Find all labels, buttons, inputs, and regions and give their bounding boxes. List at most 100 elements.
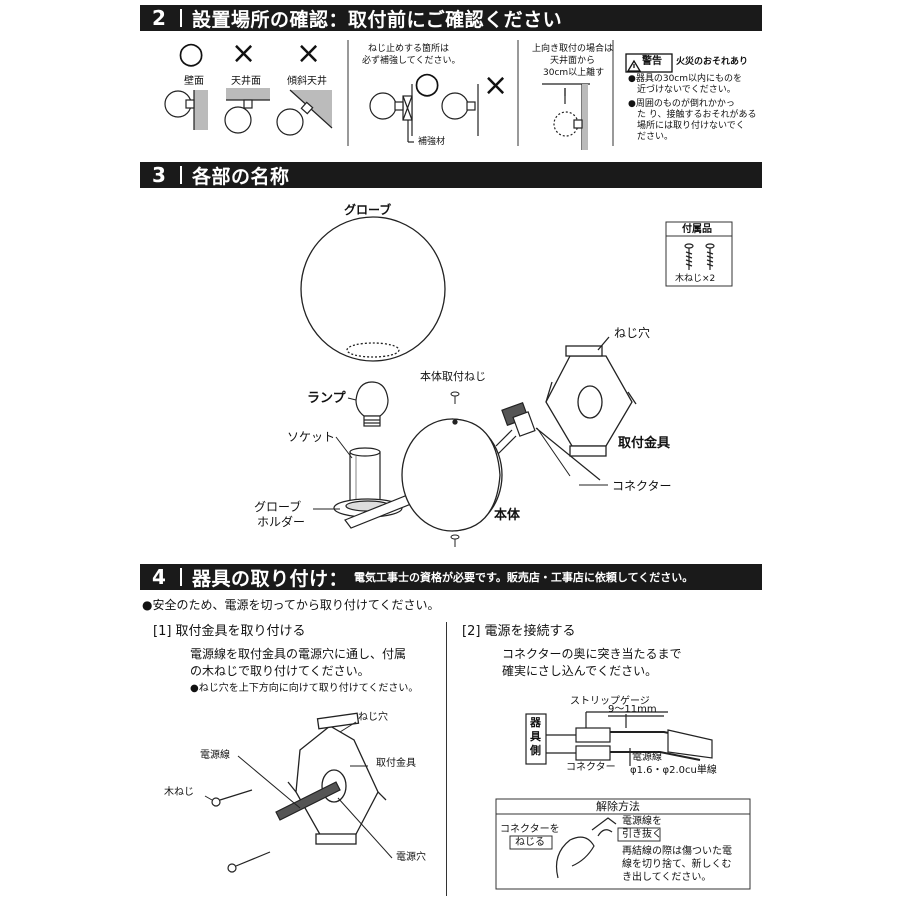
reinforce-label: 補強材 [418,137,446,147]
part-globe: グローブ [344,203,392,217]
step1-wood-screw: 木ねじ [164,787,194,798]
part-screw-hole: ねじ穴 [614,326,651,340]
bracket-install-illustration [287,712,387,845]
header-separator [180,568,182,586]
step1-title: [1] 取付金具を取り付ける [153,624,306,639]
lamp-illustration [355,381,389,427]
place-ceiling-label: 天井面 [231,76,261,87]
slope-mount-illustration [276,89,333,136]
body-illustration [401,418,503,532]
step2-title: [2] 電源を接続する [462,624,576,639]
part-mounting-bracket: 取付金具 [618,436,671,451]
connector-illustration [495,401,601,481]
warning-2-line-1: ●周囲のものが倒れかかっ [628,99,735,109]
strip-length: 9～11mm [608,704,657,715]
connector-wiring-diagram [525,711,713,766]
release-connector: コネクターを [500,824,560,835]
part-body: 本体 [494,508,521,523]
warning-1-line-2: 近づけないでください。 [637,85,736,95]
warning-icon [625,53,673,73]
reinforce-note-1: ねじ止めする箇所は [368,44,450,54]
step1-line-1: 電源線を取付金具の電源穴に通し、付属 [190,647,407,661]
body-screw-illustration [450,391,460,547]
part-globe-holder-1: グローブ [254,500,302,514]
step1-bracket: 取付金具 [376,758,416,769]
connector-label: コネクター [566,762,616,773]
wood-screw-2 [227,851,271,873]
release-line-3: き出してください。 [622,872,712,883]
fixture-side-1: 器 [530,716,541,729]
reinforce-ng-illustration [441,84,479,136]
wire-spec: φ1.6・φ2.0cu単線 [630,765,717,776]
place-slope-mark: × [296,36,322,71]
release-wire: 電源線を [622,816,662,827]
safety-note: ●安全のため、電源を切ってから取り付けてください。 [142,598,440,612]
section2-title: 設置場所の確認：取付前にご確認ください [192,8,563,31]
release-pull: 引き抜く [622,829,662,840]
release-twist: ねじる [515,837,545,848]
part-body-screw: 本体取付ねじ [420,370,486,383]
hand-icon [555,817,617,879]
release-box [495,798,751,890]
step2-line-2: 確実にさし込んでください。 [502,664,658,678]
release-line-1: 再結線の際は傷ついた電 [622,846,732,857]
warning-title: 火災のおそれあり [676,57,749,67]
step1-power-wire: 電源線 [200,750,230,761]
step1-note: ●ねじ穴を上下方向に向けて取り付けてください。 [190,683,419,694]
release-title: 解除方法 [596,800,640,813]
section2-header: 2 設置場所の確認：取付前にご確認ください [140,5,762,31]
upward-note-2: 天井面から [550,56,596,66]
accessory-box [665,221,733,287]
part-connector: コネクター [612,479,672,493]
step1-power-hole: 電源穴 [396,852,426,863]
section2-number: 2 [152,6,166,30]
reinforce-ok-illustration [369,84,414,143]
place-ceiling-mark: × [231,36,257,71]
fixture-side-3: 側 [530,744,541,757]
header-separator [180,9,182,27]
accessory-title: 付属品 [682,224,712,235]
part-globe-holder-2: ホルダー [257,515,306,529]
section3-header: 3 各部の名称 [140,162,762,188]
part-socket: ソケット [287,430,336,444]
step1-line-2: の木ねじで取り付けてください。 [190,664,370,678]
wall-mount-illustration [164,90,208,130]
warning-2-line-3: 場所には取り付けないでく [637,121,745,131]
reinforce-ok-mark: ○ [414,66,441,101]
power-wire-illustration [275,781,341,821]
section4-header: 4 器具の取り付け ： 電気工事士の資格が必要です。販売店・工事店に依頼してくだ… [140,564,762,590]
place-wall-label: 壁面 [184,76,204,87]
upward-note-3: 30cm以上離す [543,68,605,78]
section4-colon: ： [328,567,349,590]
socket-illustration [349,447,381,503]
mounting-bracket-illustration [545,336,637,457]
section4-number: 4 [152,565,166,589]
step2-line-1: コネクターの奥に突き当たるまで [502,647,682,661]
section3-title: 各部の名称 [192,165,290,188]
fixture-side-2: 具 [530,730,541,743]
strip-gauge-label: ストリップゲージ [570,696,650,707]
upward-mount-illustration [542,83,590,150]
wood-screw-icon [684,243,715,270]
section4-title: 器具の取り付け [192,567,329,590]
step1-leaders [204,721,393,859]
part-lamp: ランプ [307,391,346,406]
place-wall-mark: ○ [178,36,205,71]
reinforce-ng-mark: × [483,68,509,103]
warning-badge: 警告 [642,56,662,67]
leader-lines [313,397,608,510]
wire-label: 電源線 [632,752,662,763]
header-separator [180,166,182,184]
ceiling-mount-illustration [224,88,270,134]
globe-illustration [300,216,446,362]
warning-2-line-4: ださい。 [637,132,674,142]
section4-subtitle: 電気工事士の資格が必要です。販売店・工事店に依頼してください。 [354,571,694,584]
warning-1-line-1: ●器具の30cm以内にものを [628,74,743,84]
warning-2-line-2: た り、接触するおそれがある [637,110,757,120]
section3-number: 3 [152,163,166,187]
place-slope-label: 傾斜天井 [287,76,327,87]
